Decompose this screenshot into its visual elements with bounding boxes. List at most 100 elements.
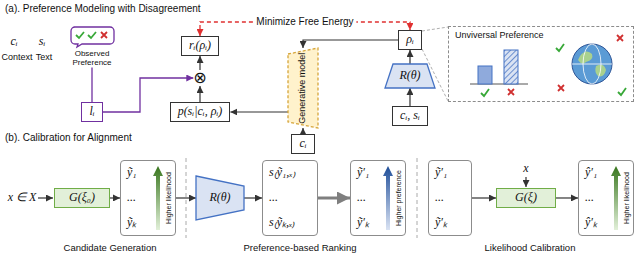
likelihood-arrow [611, 166, 621, 230]
separator [417, 158, 418, 238]
generator-box: G(ξ₀) [54, 188, 110, 208]
edge-label: Minimize Free Energy [253, 16, 356, 28]
node-text: R(θ) [209, 191, 230, 205]
input-arrow [38, 197, 53, 198]
connector [91, 67, 92, 102]
stage-caption: Preference-based Ranking [243, 243, 356, 254]
input-arrow [525, 177, 526, 187]
reward-box: rᵢ(ρᵢ) [181, 36, 219, 56]
node-text: Observed Preference [62, 49, 122, 67]
connector [556, 197, 578, 198]
node-text: ⊗ [193, 70, 206, 86]
node-text: s₍ỹ₁,ₓ₎ [269, 166, 296, 180]
label-box: lᵢ [81, 102, 102, 122]
node-text: cᵢ [299, 137, 306, 151]
node-text: ρᵢ [406, 33, 414, 47]
node-text: lᵢ [89, 105, 94, 119]
node-text: ... [435, 191, 444, 205]
universal-preference-panel: Unviversal Preference [448, 26, 634, 102]
node-text: ... [585, 191, 594, 205]
connector [409, 50, 410, 64]
connector [110, 197, 120, 198]
connector [409, 88, 410, 106]
section-separators [186, 158, 417, 238]
connector [230, 111, 288, 112]
variable-caption: Text [36, 52, 53, 62]
ranked-list: ỹ′₁...ỹ′ₖ [428, 160, 472, 236]
variable-name: sᵢ [39, 35, 46, 49]
context-box: cᵢ [291, 134, 314, 154]
speech-bubble [71, 27, 114, 47]
node-text: ỹₖ [127, 216, 136, 230]
node-text: R(θ) [399, 69, 420, 83]
node-text: Generative model [298, 52, 308, 123]
check-mark [76, 32, 84, 38]
node-shape [385, 64, 435, 88]
node-text: ŷ′ₖ [585, 216, 597, 230]
connector [244, 197, 262, 198]
preference-box: ρᵢ [398, 30, 422, 50]
generator-box: G(ξ) [496, 188, 556, 208]
zoom-line [422, 27, 448, 31]
node-text: ... [357, 191, 366, 205]
globe [572, 44, 612, 84]
check-mark [481, 89, 489, 96]
score-list: s₍ỹ₁,ₓ₎...s₍ỹₖ,ₓ₎ [262, 160, 318, 236]
variable-name: cᵢ [10, 35, 17, 49]
preference-arrow [383, 166, 393, 230]
check-mark [618, 88, 626, 95]
cross-mark [508, 89, 514, 95]
node-text: G(ξ₀) [69, 191, 95, 205]
node-text: ỹ′₁ [435, 166, 447, 180]
section-title: (b). Calibration for Alignment [5, 132, 132, 144]
stage-caption: Likelihood Calibration [485, 243, 576, 254]
node-text: ... [127, 191, 136, 205]
arrow-label: Higher likelihood [165, 172, 173, 224]
section-title: (a). Preference Modeling with Disagreeme… [5, 3, 201, 15]
node-text: ŷ′₁ [585, 166, 597, 180]
node-shape [288, 48, 318, 128]
connector [318, 197, 350, 200]
cross-mark [101, 32, 107, 38]
observed-preference: Observed Preference [62, 26, 122, 67]
input-name: x [523, 162, 528, 176]
generative-model: Generative model [288, 48, 318, 128]
stage-caption: Candidate Generation [64, 243, 157, 254]
node-text: ỹ′₁ [357, 166, 369, 180]
node-text: rᵢ(ρᵢ) [189, 39, 211, 53]
arrow-label: Higher preference [395, 170, 403, 226]
input-box: cᵢ, sᵢ [392, 106, 428, 126]
connector [199, 86, 200, 102]
bar [504, 50, 518, 84]
check-mark [556, 44, 564, 51]
reward-model: R(θ) [196, 176, 244, 220]
input-name: x ∈ X [8, 191, 37, 205]
input-arrows [38, 177, 526, 198]
node-text: p(sᵢ|cᵢ, ρᵢ) [178, 105, 223, 119]
likelihood-box: p(sᵢ|cᵢ, ρᵢ) [170, 102, 231, 122]
likelihood-arrow [153, 166, 163, 230]
reward-model: R(θ) [385, 64, 435, 88]
node-text: G(ξ) [515, 191, 537, 205]
node-text: Unviversal Preference [455, 30, 544, 40]
cross-mark [617, 35, 623, 41]
connector [199, 56, 200, 70]
connector [303, 40, 398, 48]
equator [572, 64, 612, 65]
variable-caption: Context [1, 52, 32, 62]
globe-icon [556, 35, 626, 95]
bar [478, 66, 492, 84]
check-mark [88, 32, 96, 38]
preference-chart [470, 50, 528, 96]
gradient-arrows [153, 166, 621, 230]
connector [176, 197, 196, 198]
product-operator: ⊗ [193, 70, 206, 86]
node-text: ỹ₁ [127, 166, 137, 180]
node-text: ... [269, 191, 278, 205]
connector [472, 197, 496, 198]
bubble-outline [71, 27, 114, 47]
arrow-label: Higher likelihood [623, 172, 631, 224]
